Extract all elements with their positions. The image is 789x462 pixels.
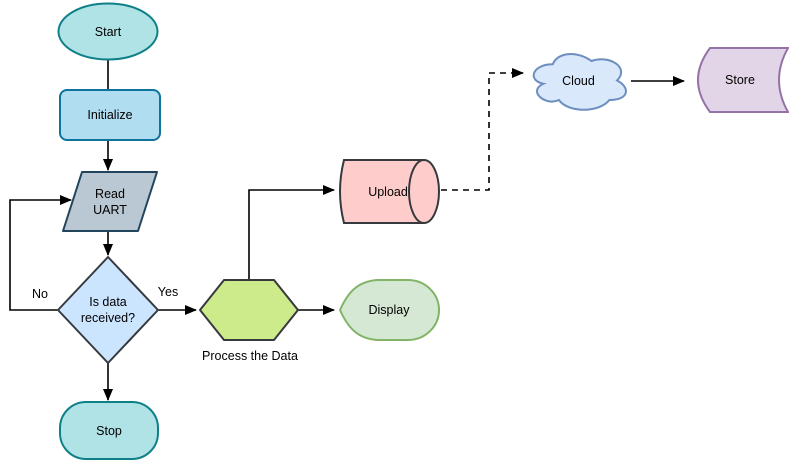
node-upload — [339, 159, 440, 224]
edge-upload-cloud — [441, 68, 524, 191]
node-start — [57, 2, 159, 61]
node-display — [338, 279, 440, 341]
edge-process-upload — [248, 185, 335, 280]
edge-decision-no-loop — [9, 195, 72, 311]
node-stop-label: Stop — [96, 423, 122, 438]
node-initialize-label: Initialize — [87, 108, 133, 122]
node-cloud — [532, 53, 627, 111]
node-start-label: Start — [94, 24, 122, 39]
node-store — [697, 47, 789, 113]
node-store-label: Store — [725, 73, 755, 87]
node-decision-label: Is data received? — [80, 295, 136, 325]
node-upload-rim — [408, 159, 425, 224]
node-display-label: Display — [368, 303, 410, 317]
edge-label-no: No — [32, 287, 48, 301]
node-process-label: Process the Data — [202, 349, 298, 363]
node-initialize — [59, 89, 161, 141]
node-decision — [57, 256, 159, 364]
node-upload-label: Upload — [368, 184, 408, 199]
node-process — [199, 279, 299, 341]
node-cloud-label: Cloud — [562, 73, 595, 88]
node-read-uart — [62, 171, 158, 232]
node-read-uart-label: Read UART — [93, 186, 127, 217]
edge-label-yes: Yes — [157, 285, 179, 299]
node-stop — [59, 401, 159, 460]
